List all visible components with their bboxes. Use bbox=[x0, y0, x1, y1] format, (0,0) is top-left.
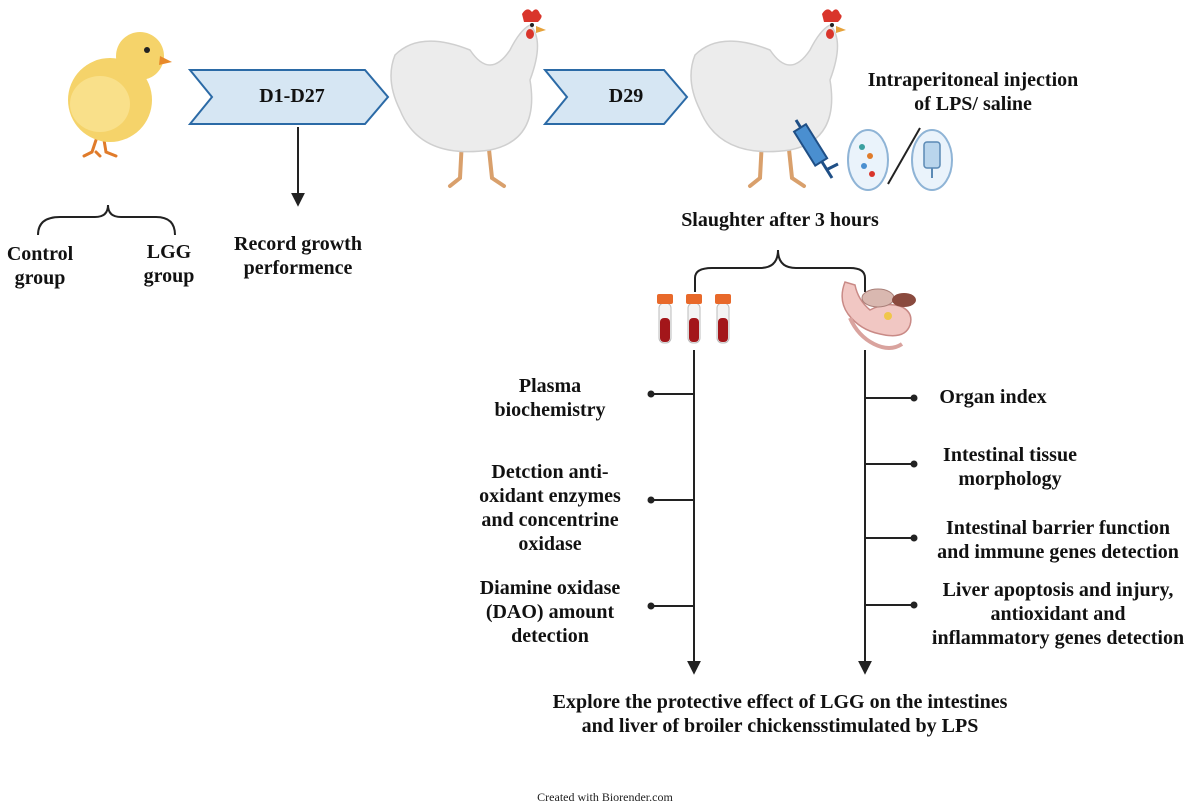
timeline-arrow-1 bbox=[187, 69, 390, 125]
chick-icon bbox=[68, 32, 172, 158]
left-item-line: Plasma bbox=[518, 375, 582, 397]
injection-line1: Intraperitoneal injection bbox=[867, 69, 1079, 91]
left-item-line: Detction anti- bbox=[491, 461, 609, 483]
blood-tube-icon bbox=[715, 294, 731, 344]
lgg-line1: LGG bbox=[146, 241, 192, 263]
right-item-morphology: Intestinal tissue morphology bbox=[920, 443, 1100, 491]
right-dot bbox=[910, 534, 918, 542]
left-dot bbox=[647, 390, 655, 398]
left-item-dao: Diamine oxidase (DAO) amount detection bbox=[462, 576, 638, 648]
credit: Created with Biorender.com bbox=[537, 790, 673, 804]
lps-vial-icon bbox=[847, 129, 889, 191]
slash-divider bbox=[887, 127, 921, 185]
left-item-antioxidant: Detction anti- oxidant enzymes and conce… bbox=[462, 460, 638, 556]
right-item-barrier: Intestinal barrier function and immune g… bbox=[918, 516, 1198, 564]
lgg-line2: group bbox=[143, 265, 195, 287]
blood-tube-icon bbox=[657, 294, 673, 344]
left-item-line: detection bbox=[511, 625, 589, 647]
conclusion-line1: Explore the protective effect of LGG on … bbox=[552, 691, 1008, 713]
slaughter-label: Slaughter after 3 hours bbox=[681, 209, 879, 231]
hen-icon bbox=[690, 9, 846, 188]
left-item-line: biochemistry bbox=[494, 399, 606, 421]
right-item-organ-index: Organ index bbox=[920, 385, 1066, 409]
injection-line2: of LPS/ saline bbox=[914, 93, 1032, 115]
conclusion-line2: and liver of broiler chickensstimulated … bbox=[581, 715, 979, 737]
right-dot bbox=[910, 460, 918, 468]
timeline-arrow-2 bbox=[542, 69, 689, 125]
left-item-line: (DAO) amount bbox=[485, 601, 615, 623]
right-item-line: Intestinal barrier function bbox=[945, 517, 1171, 539]
sample-brace bbox=[694, 249, 866, 292]
injection-label: Intraperitoneal injection of LPS/ saline bbox=[848, 68, 1098, 116]
saline-bag-icon bbox=[911, 129, 953, 191]
left-item-line: oxidase bbox=[518, 533, 582, 555]
right-dot bbox=[910, 601, 918, 609]
control-group-label: Control group bbox=[0, 242, 80, 290]
right-dot bbox=[910, 394, 918, 402]
left-item-line: oxidant enzymes bbox=[479, 485, 621, 507]
organ-icon bbox=[841, 281, 916, 350]
left-dot bbox=[647, 602, 655, 610]
growth-line1: Record growth bbox=[234, 233, 362, 255]
blood-tube-icon bbox=[686, 294, 702, 344]
right-item-line: morphology bbox=[958, 468, 1062, 490]
control-line1: Control bbox=[6, 243, 74, 265]
step1-label: D1-D27 bbox=[259, 85, 325, 107]
left-item-plasma: Plasma biochemistry bbox=[470, 374, 630, 422]
right-item-line: Intestinal tissue bbox=[943, 444, 1077, 466]
right-item-line: antioxidant and bbox=[990, 603, 1126, 625]
conclusion: Explore the protective effect of LGG on … bbox=[480, 690, 1080, 738]
right-item-line: inflammatory genes detection bbox=[931, 627, 1185, 649]
control-line2: group bbox=[14, 267, 66, 289]
group-brace bbox=[37, 204, 176, 236]
right-item-liver: Liver apoptosis and injury, antioxidant … bbox=[916, 578, 1200, 650]
growth-line2: performence bbox=[243, 257, 353, 279]
step2-label: D29 bbox=[608, 85, 644, 107]
left-item-line: Diamine oxidase bbox=[479, 577, 621, 599]
right-item-line: Organ index bbox=[939, 386, 1047, 408]
syringe-icon bbox=[792, 119, 839, 179]
right-item-line: Liver apoptosis and injury, bbox=[942, 579, 1174, 601]
growth-label: Record growth performence bbox=[218, 232, 378, 280]
right-item-line: and immune genes detection bbox=[937, 541, 1179, 563]
left-dot bbox=[647, 496, 655, 504]
lgg-group-label: LGG group bbox=[134, 240, 204, 288]
hen-icon bbox=[390, 9, 546, 188]
left-item-line: and concentrine bbox=[481, 509, 619, 531]
